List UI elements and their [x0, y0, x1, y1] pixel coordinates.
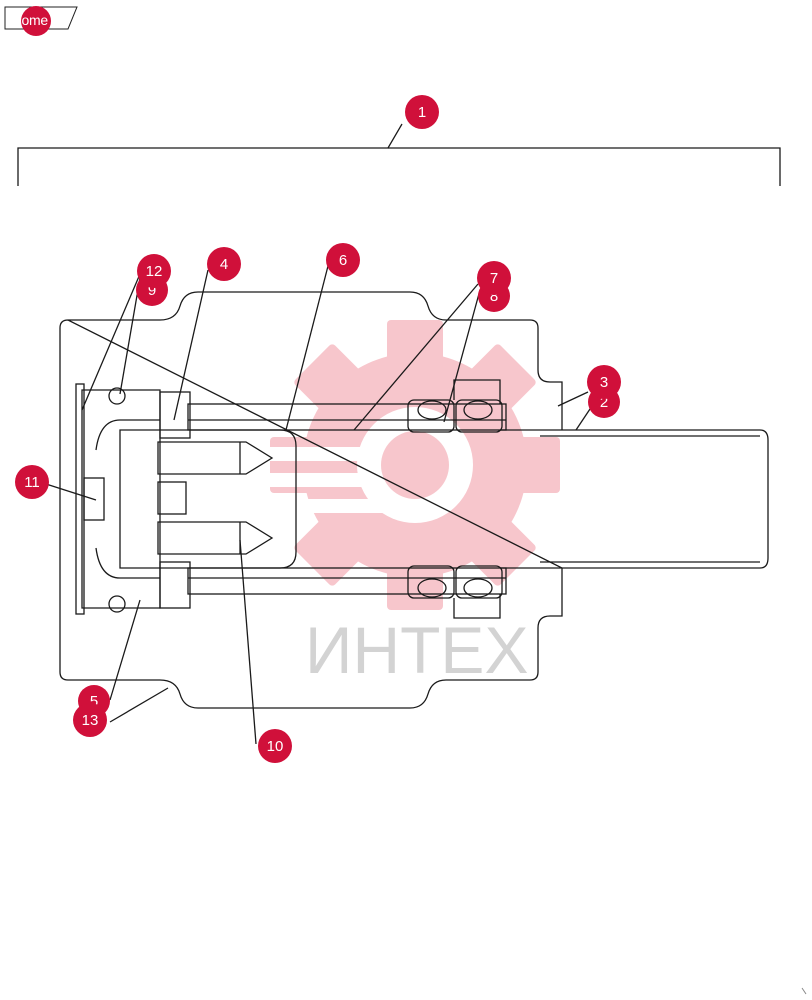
- bearing-bottom-right: [455, 565, 503, 599]
- home-label: home: [14, 12, 48, 28]
- corner-mark: [801, 987, 807, 995]
- center-plug: [157, 481, 187, 515]
- housing-outline: [59, 291, 563, 709]
- retainer-top: [159, 391, 191, 439]
- watermark: ИНТЕХ: [265, 320, 560, 687]
- assembly-drawing: [17, 123, 781, 745]
- svg-text:1: 1: [418, 104, 426, 121]
- svg-text:11: 11: [24, 474, 40, 491]
- home-badge: [21, 6, 51, 36]
- sleeve-top: [187, 403, 507, 431]
- callout-13[interactable]: 13: [73, 703, 107, 737]
- svg-text:7: 7: [490, 270, 498, 287]
- sleeve-bottom: [187, 567, 507, 595]
- bearing-top-right: [455, 399, 503, 433]
- svg-text:6: 6: [339, 252, 347, 269]
- svg-text:12: 12: [146, 263, 163, 280]
- home-button[interactable]: home: [4, 5, 78, 36]
- callout-1[interactable]: 1: [405, 95, 439, 129]
- svg-text:3: 3: [600, 374, 608, 391]
- svg-text:4: 4: [220, 256, 228, 273]
- end-plate: [75, 383, 85, 615]
- bearing-bottom-left: [407, 565, 455, 599]
- o-ring-top: [108, 387, 126, 405]
- inner-hub: [119, 429, 297, 569]
- bolt-bottom: [157, 521, 274, 555]
- callout-7[interactable]: 7: [477, 261, 511, 295]
- watermark-text: ИНТЕХ: [305, 613, 528, 687]
- callout-10[interactable]: 10: [258, 729, 292, 763]
- svg-text:5: 5: [90, 693, 98, 710]
- svg-text:9: 9: [148, 282, 156, 299]
- callout-3[interactable]: 3: [587, 365, 621, 399]
- retainer-bottom: [159, 561, 191, 609]
- shaft: [500, 429, 769, 569]
- svg-text:10: 10: [267, 738, 284, 755]
- bearing-top-left: [407, 399, 455, 433]
- bolt-top: [157, 441, 274, 475]
- callout-6[interactable]: 6: [326, 243, 360, 277]
- svg-text:13: 13: [82, 712, 99, 729]
- callout-markers: 1 2 3 4 5 6 8: [15, 95, 621, 763]
- svg-text:2: 2: [600, 394, 608, 411]
- o-ring-bottom: [108, 595, 126, 613]
- callout-12[interactable]: 12: [137, 254, 171, 288]
- callout-4[interactable]: 4: [207, 247, 241, 281]
- svg-text:8: 8: [490, 288, 498, 305]
- callout-11[interactable]: 11: [15, 465, 49, 499]
- bracket-right: [388, 147, 781, 186]
- bracket-left: [17, 123, 403, 186]
